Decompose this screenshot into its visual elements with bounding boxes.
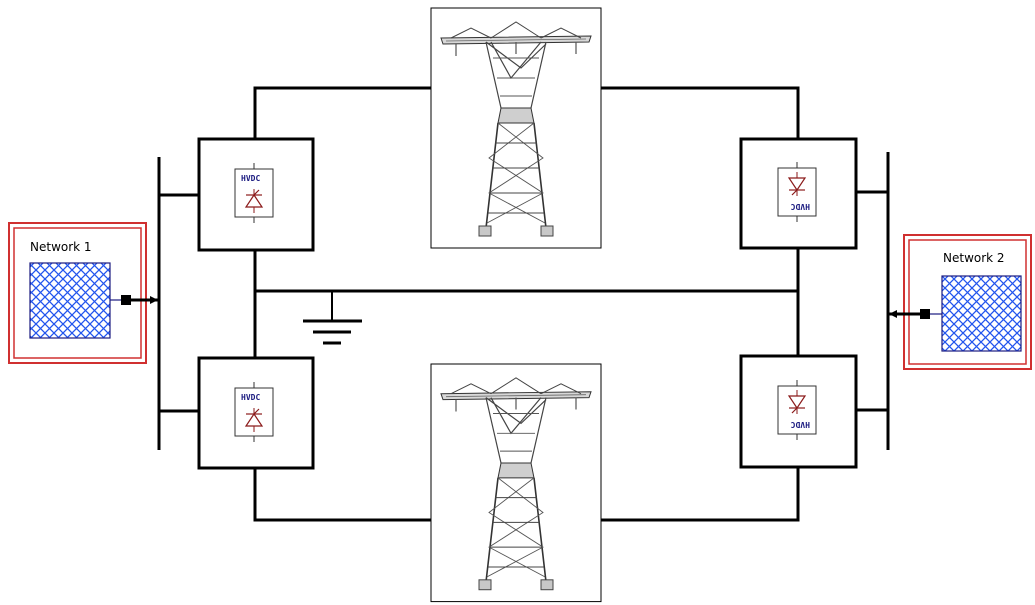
transmission-tower-icon <box>430 7 602 249</box>
thyristor-valve-icon: HVDC <box>234 163 274 223</box>
network-grid-icon <box>941 275 1022 352</box>
thyristor-valve-icon: HVDC <box>234 382 274 442</box>
network-2-terminal <box>920 309 930 319</box>
ground-symbol-icon <box>303 319 362 345</box>
svg-text:HVDC: HVDC <box>791 420 810 429</box>
network-1[interactable]: Network 1 <box>8 222 159 364</box>
svg-text:HVDC: HVDC <box>791 202 810 211</box>
transmission-tower-icon <box>430 363 602 603</box>
network-2[interactable]: Network 2 <box>888 234 1032 370</box>
network-grid-icon <box>29 262 111 339</box>
converter-bottom-left[interactable]: HVDC <box>197 356 315 470</box>
svg-text:HVDC: HVDC <box>241 393 260 402</box>
converter-top-right[interactable]: HVDC <box>739 137 858 250</box>
svg-text:HVDC: HVDC <box>241 174 260 183</box>
converter-bottom-right[interactable]: HVDC <box>739 354 858 469</box>
network-1-label: Network 1 <box>30 240 92 254</box>
network-1-terminal <box>121 295 131 305</box>
network-2-label: Network 2 <box>943 251 1005 265</box>
thyristor-valve-icon: HVDC <box>777 162 817 222</box>
wiring <box>157 86 890 522</box>
thyristor-valve-icon: HVDC <box>777 380 817 440</box>
converter-top-left[interactable]: HVDC <box>197 137 315 252</box>
